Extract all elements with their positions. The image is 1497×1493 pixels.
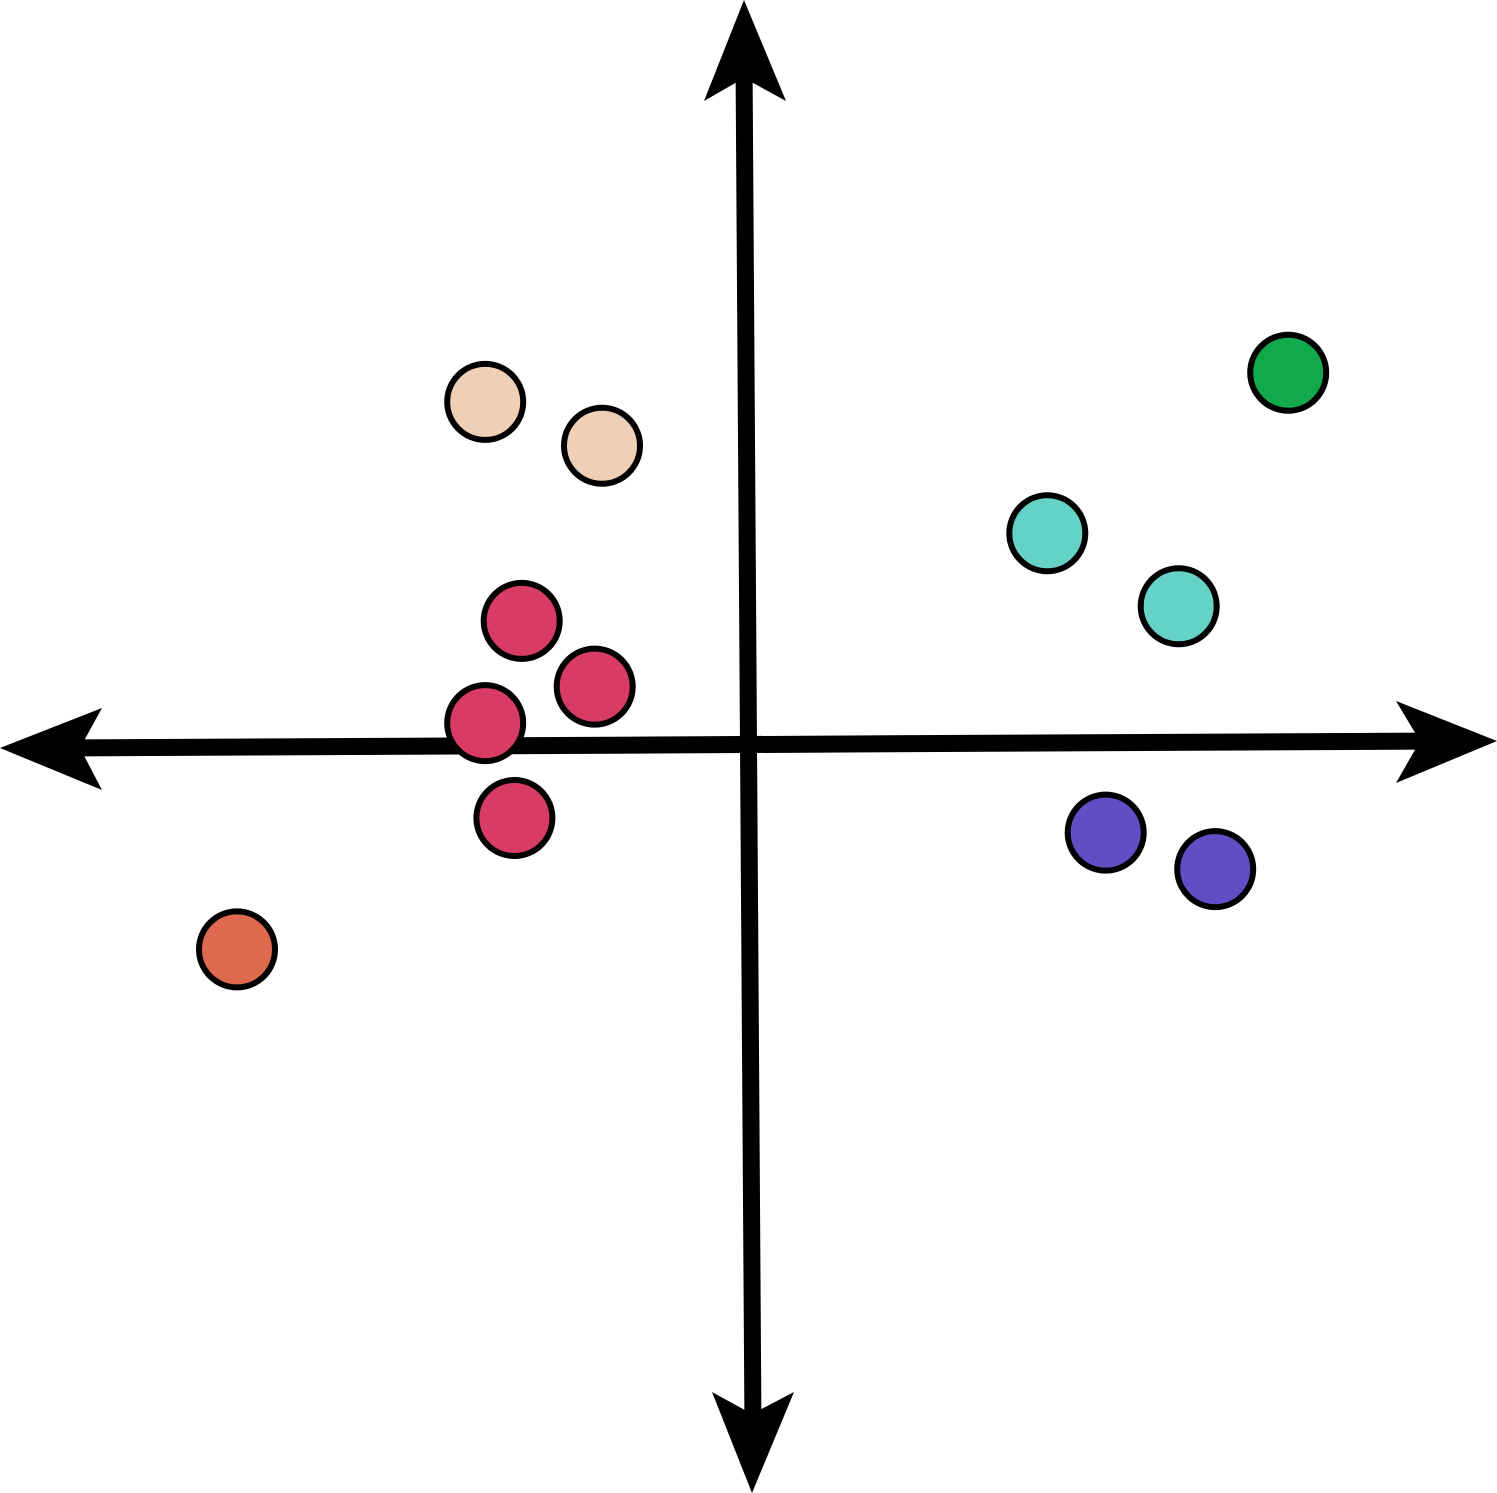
data-point-series-4-1: [1247, 331, 1330, 414]
data-point-series-2-1: [480, 579, 563, 662]
data-point-series-2-2: [553, 645, 636, 728]
data-point-series-3-1: [196, 908, 278, 991]
data-point-series-2-4: [473, 777, 556, 859]
data-points: [196, 331, 1330, 991]
data-point-series-1-1: [444, 360, 527, 443]
x-axis-left-arrow: [0, 708, 102, 790]
x-axis-right-arrow: [1396, 701, 1497, 783]
y-axis-bottom-arrow: [712, 1392, 794, 1493]
y-axis-top-arrow: [704, 0, 786, 101]
y-axis-line: [735, 59, 762, 1431]
data-point-series-2-3: [444, 682, 527, 765]
data-point-series-1-2: [561, 404, 643, 487]
data-point-series-5-1: [1006, 492, 1089, 575]
data-point-series-6-2: [1174, 828, 1257, 911]
data-point-series-5-2: [1137, 565, 1220, 648]
data-point-series-6-1: [1064, 791, 1147, 874]
